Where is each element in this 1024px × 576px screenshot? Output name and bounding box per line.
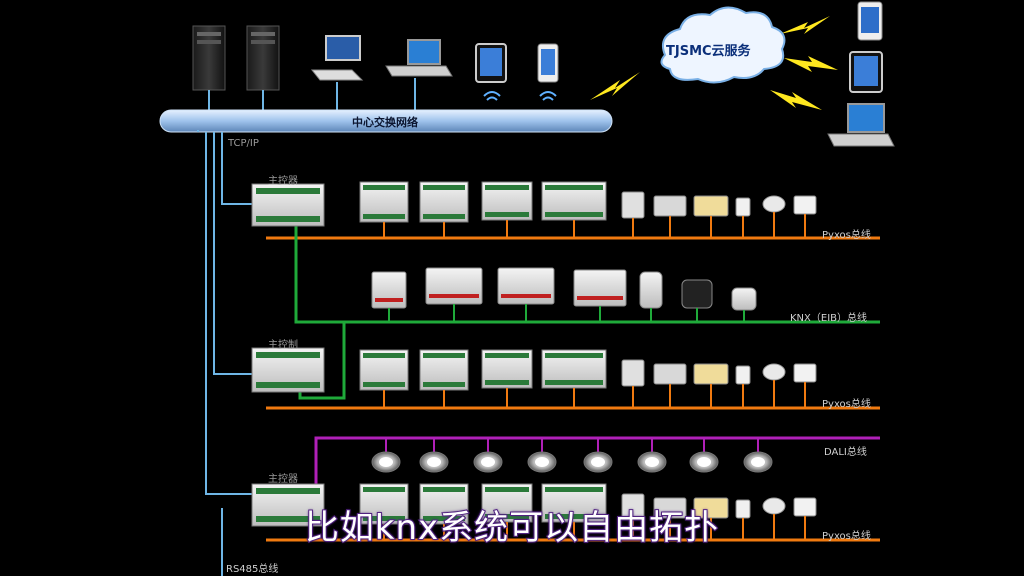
tablet-icon — [475, 43, 507, 101]
pyxos-device-row — [359, 483, 817, 540]
desktop-computer-icon — [310, 35, 364, 110]
backbone-label: 中心交换网络 — [352, 116, 418, 129]
knx-actuator — [573, 269, 627, 322]
rs485-bus-label: RS485总线 — [226, 564, 279, 575]
controller-unit — [251, 183, 325, 227]
backbone-pipe — [159, 109, 613, 133]
laptop-icon — [827, 103, 895, 147]
controller-label-1: 主控器 — [268, 176, 298, 187]
ceiling-sensor — [762, 363, 786, 408]
relay-module — [481, 181, 533, 238]
smartphone-icon — [537, 43, 559, 101]
downlight-icon — [527, 438, 557, 473]
switch-panel — [653, 363, 687, 408]
downlight-icon — [689, 438, 719, 473]
pyxos-bus-label-1: Pyxos总线 — [822, 230, 871, 241]
ceiling-sensor — [762, 497, 786, 540]
dali-bus — [314, 436, 880, 486]
keypad-panel — [621, 191, 645, 238]
sensor-unit — [793, 497, 817, 540]
pyxos-bus-label-2: Pyxos总线 — [822, 399, 871, 410]
smartphone-icon — [857, 1, 883, 41]
video-caption: 比如knx系统可以自由拓扑 — [304, 507, 720, 549]
knx-bus — [294, 226, 880, 400]
io-module — [419, 349, 469, 408]
keypad-panel — [621, 493, 645, 540]
wireless-bolt-icon — [590, 72, 640, 100]
knx-bus-label: KNX（EIB）总线 — [790, 313, 868, 324]
sensor-unit — [735, 197, 751, 238]
relay-module — [481, 483, 533, 540]
knx-sensor — [639, 271, 663, 322]
sensor-unit — [735, 499, 751, 540]
cloud-service-label: TJSMC云服务 — [666, 44, 751, 59]
downlight-icon — [371, 438, 401, 473]
controller-label-3: 主控器 — [268, 474, 298, 485]
pyxos-device-row — [359, 349, 817, 408]
dali-bus-label: DALI总线 — [824, 447, 867, 458]
keypad-panel — [621, 359, 645, 408]
switch-panel — [693, 497, 729, 540]
downlight-icon — [419, 438, 449, 473]
io-module — [359, 181, 409, 238]
knx-actuator — [425, 267, 483, 322]
sensor-unit — [793, 195, 817, 238]
knx-device-row — [371, 267, 757, 322]
laptop-icon — [385, 39, 453, 110]
downlight-icon — [637, 438, 667, 473]
sensor-unit — [735, 365, 751, 408]
knx-actuator — [371, 271, 407, 322]
wireless-bolt-icon — [780, 16, 830, 34]
server-icon — [246, 25, 280, 110]
relay-module — [541, 181, 607, 238]
tcpip-trunk-lines — [197, 130, 252, 576]
tablet-icon — [849, 51, 883, 93]
downlight-icon — [743, 438, 773, 473]
relay-module — [481, 349, 533, 408]
wireless-bolt-icon — [784, 56, 838, 72]
controller-unit — [251, 347, 325, 393]
switch-panel — [693, 195, 729, 238]
relay-module — [541, 349, 607, 408]
downlight-icon — [583, 438, 613, 473]
switch-panel — [653, 497, 687, 540]
cloud-icon — [660, 6, 786, 84]
server-icon — [192, 25, 226, 110]
switch-panel — [653, 195, 687, 238]
io-module — [359, 349, 409, 408]
switch-panel — [693, 363, 729, 408]
pyxos-bus-label-3: Pyxos总线 — [822, 531, 871, 542]
ceiling-sensor — [762, 195, 786, 238]
downlight-icon — [473, 438, 503, 473]
tcpip-label: TCP/IP — [228, 138, 259, 149]
io-module — [419, 483, 469, 540]
sensor-unit — [793, 363, 817, 408]
io-module — [359, 483, 409, 540]
controller-unit — [251, 483, 325, 527]
knx-panel — [681, 279, 713, 322]
knx-actuator — [497, 267, 555, 322]
dali-lamp-row — [371, 438, 773, 473]
controller-label-2: 主控制 — [268, 340, 298, 351]
wireless-bolt-icon — [770, 90, 822, 110]
knx-panel — [731, 287, 757, 322]
pyxos-device-row — [359, 181, 817, 238]
io-module — [419, 181, 469, 238]
relay-module — [541, 483, 607, 540]
